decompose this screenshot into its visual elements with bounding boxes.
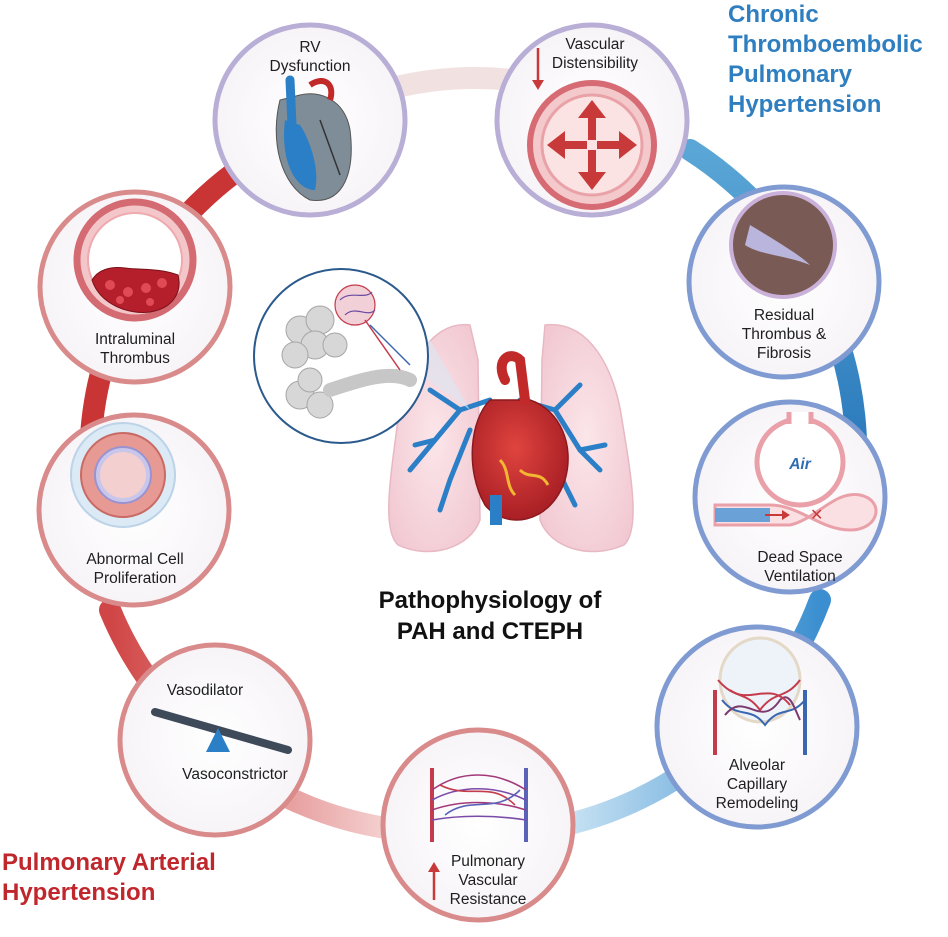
label-line: Thrombus [100, 350, 170, 367]
label-line: Dysfunction [269, 58, 351, 75]
label-line: Fibrosis [756, 345, 812, 362]
heading-line: Pulmonary Arterial [2, 849, 216, 876]
label-dead-space: Dead Space Ventilation [735, 548, 865, 586]
label-line: Vascular [565, 36, 625, 53]
label-air: Air [789, 456, 811, 473]
blocked-x-icon: ✕ [810, 507, 823, 524]
heading-line: Hypertension [728, 91, 882, 118]
node-abnormal-cell [36, 412, 232, 608]
label-line: Pulmonary [450, 853, 526, 870]
label-line: Remodeling [715, 795, 799, 812]
label-line: Thrombus & [741, 326, 827, 343]
title-line: Pathophysiology of [378, 587, 602, 614]
label-line: Capillary [726, 776, 788, 793]
label-line: Intraluminal [94, 331, 176, 348]
heading-line: Hypertension [2, 879, 156, 906]
label-residual-thrombus: Residual Thrombus & Fibrosis [724, 306, 844, 363]
node-residual-thrombus [686, 184, 882, 380]
label-vascular-distensibility: Vascular Distensibility [530, 35, 660, 73]
node-vaso-balance [117, 642, 313, 838]
heading-line: Chronic [728, 1, 819, 28]
pah-heading: Pulmonary Arterial Hypertension [2, 848, 216, 908]
node-pvr [380, 727, 576, 923]
node-intraluminal-thrombus [37, 189, 233, 385]
label-line: Distensibility [551, 55, 639, 72]
node-rv-dysfunction [212, 22, 408, 218]
label-line: Dead Space [757, 549, 843, 566]
label-vasodilator: Vasodilator [166, 682, 244, 699]
label-line: Vascular [458, 872, 518, 889]
label-line: Alveolar [729, 757, 785, 774]
node-alveolar-capillary [654, 624, 860, 830]
label-line: Ventilation [764, 568, 836, 585]
label-intraluminal-thrombus: Intraluminal Thrombus [75, 330, 195, 368]
cteph-heading: Chronic Thromboembolic Pulmonary Hyperte… [728, 0, 923, 120]
label-vasoconstrictor: Vasoconstrictor [182, 766, 288, 783]
pulmonary-vessels [407, 382, 608, 513]
heart-icon [471, 399, 569, 521]
title-line: PAH and CTEPH [396, 618, 584, 645]
node-dead-space: ✕ [692, 399, 888, 595]
label-line: Proliferation [93, 570, 177, 587]
expansion-arrows-icon [547, 100, 637, 190]
label-pvr: Pulmonary Vascular Resistance [428, 852, 548, 909]
label-line: Resistance [449, 891, 527, 908]
center-title: Pathophysiology of PAH and CTEPH [330, 585, 650, 647]
label-line: Residual [753, 307, 815, 324]
label-abnormal-cell: Abnormal Cell Proliferation [65, 550, 205, 588]
label-alveolar-capillary: Alveolar Capillary Remodeling [697, 756, 817, 813]
alveoli-inset [253, 268, 470, 444]
label-line: Abnormal Cell [86, 551, 184, 568]
heading-line: Thromboembolic [728, 31, 923, 58]
seesaw-icon [151, 708, 292, 754]
node-vascular-distensibility [494, 22, 690, 218]
heading-line: Pulmonary [728, 61, 853, 88]
label-line: RV [299, 39, 321, 56]
thrombus-icon [91, 267, 180, 314]
label-rv-dysfunction: RV Dysfunction [250, 38, 370, 76]
